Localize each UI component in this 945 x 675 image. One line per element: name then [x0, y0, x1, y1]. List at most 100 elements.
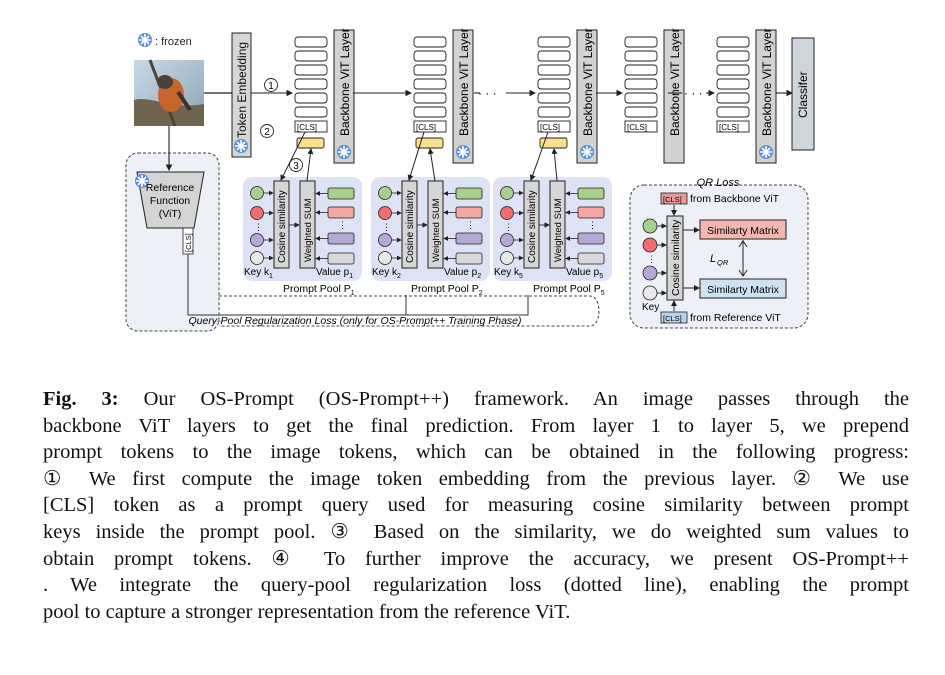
prompt-key	[250, 186, 264, 200]
prompt-value	[455, 187, 483, 200]
query-arrow	[280, 131, 306, 181]
prompt-value	[327, 252, 355, 265]
prompt-pool: ⋮ Cosine similarity Weighted SUM ⋮ Key k5 Val…	[493, 131, 612, 297]
cls-token: [CLS]	[413, 120, 447, 133]
snowflake-icon	[758, 144, 774, 160]
query-arrow	[529, 131, 549, 181]
caption-line: obtain prompt tokens. ④ To further impro…	[43, 547, 909, 570]
image-token	[537, 64, 571, 76]
step-two: 2	[260, 124, 274, 138]
cls-token: [CLS]	[294, 120, 328, 133]
similarity-matrix-label: Similarty Matrix	[707, 225, 780, 237]
svg-text:[CLS]: [CLS]	[297, 123, 317, 132]
image-token	[716, 106, 750, 118]
snowflake-icon	[137, 32, 153, 48]
similarity-matrix-label: Similarty Matrix	[707, 284, 780, 296]
token-embedding-label: Token Embedding	[235, 42, 249, 138]
image-token	[413, 36, 447, 48]
backbone-layer-block	[755, 29, 777, 164]
value-label: Value p2	[444, 267, 481, 280]
key-label: Key k5	[494, 267, 523, 280]
prompt-token	[296, 137, 325, 149]
reg-loss-label: Query-Pool Regularization Loss (only for…	[188, 315, 521, 327]
loss-subscript: QR	[717, 258, 729, 267]
key-ellipsis: ⋮	[504, 222, 513, 232]
cls-token: [CLS]	[716, 120, 750, 133]
prompt-value	[577, 187, 605, 200]
backbone-layer-label: Backbone ViT Layer	[668, 28, 682, 136]
key-ellipsis: ⋮	[254, 222, 263, 232]
caption-line: pool to capture a stronger representatio…	[43, 600, 571, 623]
image-token	[716, 36, 750, 48]
query-arrow	[407, 131, 425, 181]
caption-line: Fig. 3: Our OS-Prompt (OS-Prompt++) fram…	[43, 388, 910, 410]
prompt-value	[327, 206, 355, 219]
prompt-token	[539, 137, 568, 149]
value-label: Value p5	[566, 267, 603, 280]
svg-text:[CLS]: [CLS]	[719, 123, 739, 132]
prompt-pool-label: Prompt Pool P1	[283, 283, 355, 297]
weighted-sum-label: Weighted SUM	[303, 198, 314, 262]
image-token	[294, 92, 328, 104]
backbone-layer-column: [CLS] Backbone ViT Layer	[413, 28, 474, 164]
reg-loss-path	[406, 295, 529, 316]
prompt-value	[327, 232, 355, 245]
caption-line: keys inside the prompt pool. ③ Based on …	[43, 520, 909, 543]
caption-line: backbone ViT layers to get the final pre…	[43, 414, 909, 437]
from-reference-label: from Reference ViT	[690, 312, 781, 324]
svg-text:1: 1	[268, 81, 274, 92]
loss-label: L	[710, 253, 716, 265]
reference-function-label: (ViT)	[159, 208, 182, 220]
snowflake-icon	[579, 144, 595, 160]
image-token	[294, 50, 328, 62]
image-token	[537, 106, 571, 118]
prompt-key	[250, 206, 264, 220]
key-ellipsis: ⋮	[647, 254, 656, 264]
prompt-key	[378, 186, 392, 200]
cosine-similarity-label: Cosine similarity	[670, 219, 682, 296]
image-token	[537, 50, 571, 62]
backbone-layer-block	[576, 29, 598, 164]
prompt-key	[378, 233, 392, 247]
image-token	[624, 36, 658, 48]
cls-token: [CLS]	[537, 120, 571, 133]
qr-loss-title: QR Loss	[697, 177, 740, 189]
image-token	[294, 36, 328, 48]
main-flow: · · · · · ·	[251, 86, 794, 100]
reference-function-label: Reference	[146, 182, 195, 194]
backbone-layer-column: [CLS]Backbone ViT Layer	[537, 28, 598, 164]
value-ellipsis: ⋮	[338, 220, 347, 230]
prompt-key	[500, 251, 514, 265]
snowflake-icon	[233, 138, 249, 154]
prompt-pool-label: Prompt Pool P2	[411, 283, 483, 297]
svg-text:[CLS]: [CLS]	[416, 123, 436, 132]
prompt-arrow	[551, 148, 558, 182]
classifier-block: Classifer	[791, 37, 815, 151]
caption-label: Fig. 3:	[43, 388, 119, 410]
weighted-sum-block	[549, 180, 566, 269]
image-token	[294, 64, 328, 76]
classifier-label: Classifer	[796, 71, 810, 118]
prompt-key	[250, 251, 264, 265]
key-ellipsis: ⋮	[382, 222, 391, 232]
image-token	[413, 50, 447, 62]
prompt-key	[500, 233, 514, 247]
figure-caption: Fig. 3: Our OS-Prompt (OS-Prompt++) fram…	[43, 386, 909, 625]
prompt-token	[415, 137, 444, 149]
prompt-key	[378, 206, 392, 220]
cls-token-label: [CLS]	[663, 314, 682, 323]
key-label: Key k2	[372, 267, 401, 280]
image-token	[413, 78, 447, 90]
backbone-layer-label: Backbone ViT Layer	[457, 28, 471, 136]
weighted-sum-label: Weighted SUM	[553, 198, 564, 262]
prompt-key	[500, 206, 514, 220]
image-token	[716, 64, 750, 76]
qr-loss-box: QR Loss [CLS] from Backbone ViT [CLS] fr…	[629, 177, 809, 329]
value-ellipsis: ⋮	[588, 220, 597, 230]
cosine-similarity-label: Cosine similarity	[527, 190, 538, 263]
prompt-value	[327, 187, 355, 200]
image-token	[537, 92, 571, 104]
cosine-similarity-label: Cosine similarity	[405, 190, 416, 263]
weighted-sum-label: Weighted SUM	[431, 198, 442, 262]
